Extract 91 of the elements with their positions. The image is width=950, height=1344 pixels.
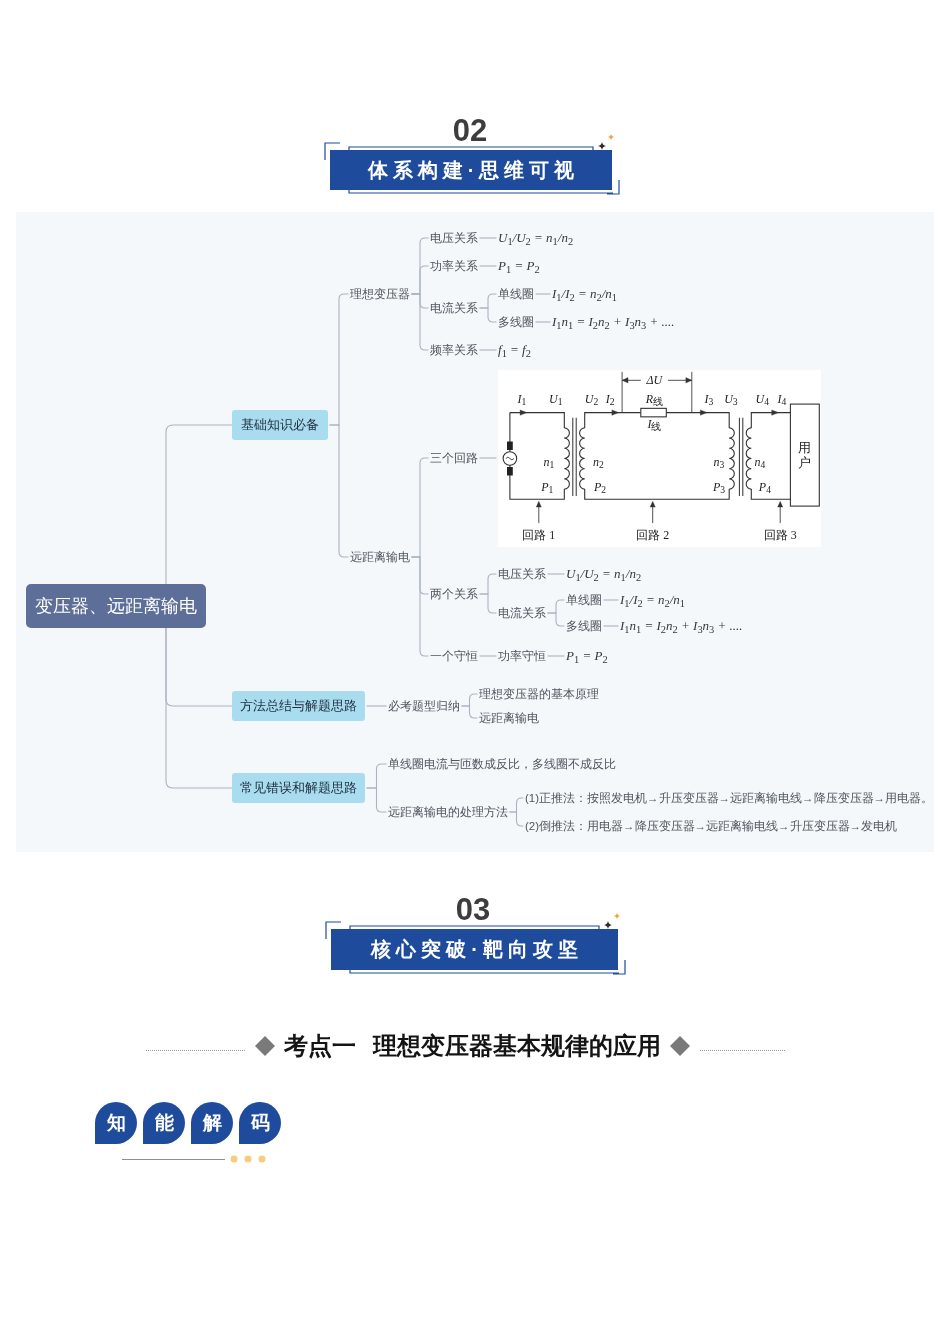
heading-banner: 核心突破·靶向攻坚 xyxy=(331,929,618,970)
branch-line xyxy=(165,627,233,789)
branch-line xyxy=(365,705,388,707)
circuit-label: P$_{1}$ xyxy=(541,480,554,494)
circuit-label: I$_{4}$ xyxy=(777,392,787,406)
branch-line xyxy=(478,655,498,657)
circuit-label: n$_{2}$ xyxy=(592,455,604,469)
topic-text: 单线圈 xyxy=(566,592,602,608)
formula: U$_{1}$/U$_{2}$ = n$_{1}$/n$_{2}$ xyxy=(498,229,574,247)
subtopic-box: 基础知识必备 xyxy=(232,410,328,440)
circuit-label: 回路 3 xyxy=(763,528,797,542)
topic-text: 单线圈 xyxy=(498,286,534,302)
formula: P$_{1}$ = P$_{2}$ xyxy=(566,647,608,665)
branch-line xyxy=(328,424,350,558)
topic-text: 理想变压器 xyxy=(350,286,410,302)
circuit-label: n$_{1}$ xyxy=(543,455,555,469)
branch-line xyxy=(602,599,620,601)
circuit-label: I$_{2}$ xyxy=(605,392,615,406)
circuit-label: P$_{4}$ xyxy=(758,480,771,494)
circuit-label: I$_{1}$ xyxy=(517,392,527,406)
topic-text: 远距离输电 xyxy=(479,710,539,726)
circuit-label: 用户 xyxy=(797,440,811,470)
topic-text: 远距离输电的处理方法 xyxy=(388,804,508,820)
section-heading: 考点一 理想变压器基本规律的应用 xyxy=(284,1031,661,1061)
branch-line xyxy=(478,307,498,323)
formula: P$_{1}$ = P$_{2}$ xyxy=(498,257,540,275)
circuit-label: U$_{1}$ xyxy=(549,392,563,406)
section-tag: 知 xyxy=(95,1102,137,1144)
circuit-label: U$_{4}$ xyxy=(755,392,770,406)
topic-text: 电流关系 xyxy=(430,300,478,316)
branch-line xyxy=(478,265,498,267)
branch-line xyxy=(546,655,566,657)
topic-text: 电压关系 xyxy=(498,566,546,582)
topic-text: 电流关系 xyxy=(498,605,546,621)
section-tag: 解 xyxy=(191,1102,233,1144)
circuit-label: I$_{线}$ xyxy=(647,417,662,431)
formula: U$_{1}$/U$_{2}$ = n$_{1}$/n$_{2}$ xyxy=(566,565,642,583)
branch-line xyxy=(478,457,498,459)
subtopic-box: 方法总结与解题思路 xyxy=(232,691,365,721)
branch-line xyxy=(546,612,566,627)
branch-line xyxy=(410,556,430,657)
branch-line xyxy=(478,349,498,351)
branch-line xyxy=(410,293,430,351)
circuit-label: ΔU xyxy=(646,373,663,387)
branch-line xyxy=(534,321,552,323)
topic-text: 多线圈 xyxy=(498,314,534,330)
branch-line xyxy=(534,293,552,295)
branch-line xyxy=(602,625,620,627)
section-tag: 能 xyxy=(143,1102,185,1144)
topic-text: 功率守恒 xyxy=(498,648,546,664)
topic-text: 多线圈 xyxy=(566,618,602,634)
topic-text: 远距离输电 xyxy=(350,549,410,565)
topic-text: 必考题型归纳 xyxy=(388,698,460,714)
heading-banner: 体系构建·思维可视 xyxy=(330,150,612,190)
circuit-label: U$_{3}$ xyxy=(724,392,738,406)
topic-text: 频率关系 xyxy=(430,342,478,358)
branch-line xyxy=(365,787,388,813)
topic-text: (1)正推法：按照发电机→升压变压器→远距离输电线→降压变压器→用电器。 xyxy=(525,790,934,806)
topic-text: 理想变压器的基本原理 xyxy=(479,686,599,702)
circuit-label: P$_{3}$ xyxy=(712,480,726,494)
circuit-label: P$_{2}$ xyxy=(593,480,607,494)
formula: I$_{1}$n$_{1}$ = I$_{2}$n$_{2}$ + I$_{3}$n$_{3}$ + .... xyxy=(552,313,675,331)
branch-line xyxy=(508,811,525,827)
circuit-label: 回路 1 xyxy=(522,528,556,542)
topic-text: 单线圈电流与匝数成反比，多线圈不成反比 xyxy=(388,756,616,772)
section-number: 03 xyxy=(455,893,491,927)
topic-text: 功率关系 xyxy=(430,258,478,274)
topic-text: 两个关系 xyxy=(430,586,478,602)
central-topic-box: 变压器、远距离输电 xyxy=(26,584,206,628)
topic-text: 一个守恒 xyxy=(430,648,478,664)
formula: f$_{1}$ = f$_{2}$ xyxy=(498,341,531,359)
branch-line xyxy=(546,573,566,575)
formula: I$_{1}$n$_{1}$ = I$_{2}$n$_{2}$ + I$_{3}$n$_{3}$ + .... xyxy=(620,617,743,635)
circuit-label: n$_{4}$ xyxy=(754,455,766,469)
circuit-label: n$_{3}$ xyxy=(713,455,725,469)
topic-text: (2)倒推法：用电器→降压变压器→远距离输电线→升压变压器→发电机 xyxy=(525,818,898,834)
branch-line xyxy=(165,424,233,585)
circuit-label: U$_{2}$ xyxy=(584,392,599,406)
topic-text: 电压关系 xyxy=(430,230,478,246)
topic-text: 三个回路 xyxy=(430,450,478,466)
formula: I$_{1}$/I$_{2}$ = n$_{2}$/n$_{1}$ xyxy=(552,285,617,303)
formula: I$_{1}$/I$_{2}$ = n$_{2}$/n$_{1}$ xyxy=(620,591,685,609)
circuit-label: 回路 2 xyxy=(636,528,670,542)
subtopic-box: 常见错误和解题思路 xyxy=(232,773,365,803)
branch-line xyxy=(460,705,479,719)
section-number: 02 xyxy=(452,114,488,148)
branch-line xyxy=(478,237,498,239)
circuit-label: I$_{3}$ xyxy=(704,392,714,406)
circuit-label: R$_{线}$ xyxy=(645,392,664,406)
branch-line xyxy=(478,593,498,614)
section-tag: 码 xyxy=(239,1102,281,1144)
